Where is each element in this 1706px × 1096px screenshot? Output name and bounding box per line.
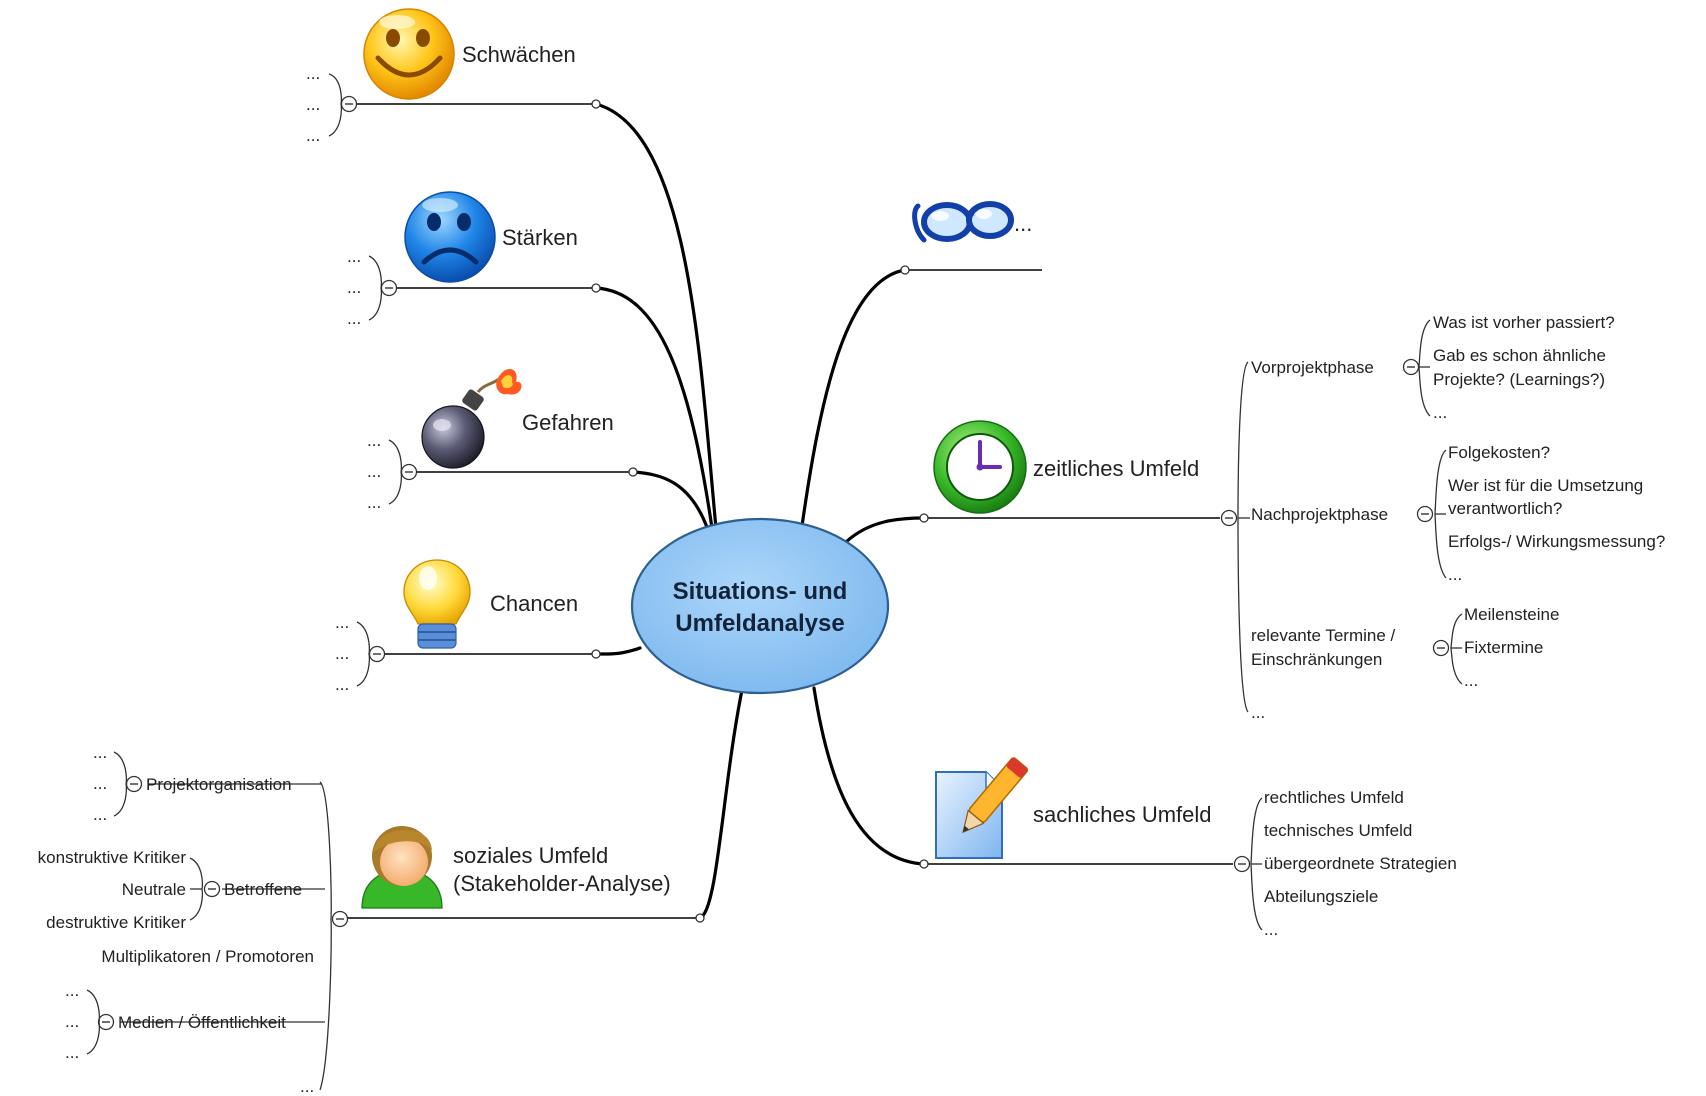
subtopic-vorprojektphase[interactable]: Vorprojektphase Was ist vorher passiert?… xyxy=(1251,313,1615,422)
subtopic[interactable]: ... xyxy=(306,126,320,145)
subtopic-multiplikatoren[interactable]: Multiplikatoren / Promotoren xyxy=(101,947,314,966)
subtopic-label: Betroffene xyxy=(224,880,302,899)
collapse-toggle[interactable] xyxy=(1233,855,1251,873)
subtopic[interactable]: ... xyxy=(367,462,381,481)
collapse-toggle[interactable] xyxy=(400,463,418,481)
smiley-happy-icon xyxy=(363,8,455,100)
glasses-icon xyxy=(912,201,1014,243)
topic-label: Gefahren xyxy=(522,410,614,435)
topic-label: sachliches Umfeld xyxy=(1033,802,1212,827)
subtopic[interactable]: Wer ist für die Umsetzung xyxy=(1448,476,1643,495)
topic-label: zeitliches Umfeld xyxy=(1033,456,1199,481)
topic-gefahren[interactable]: Gefahren ... ... ... xyxy=(367,368,638,512)
subtopic[interactable]: ... xyxy=(1264,920,1278,939)
subtopic[interactable]: Projekte? (Learnings?) xyxy=(1433,370,1605,389)
subtopic-label: Projektorganisation xyxy=(146,775,292,794)
person-icon xyxy=(361,826,443,909)
subtopic-nachprojektphase[interactable]: Nachprojektphase Folgekosten? Wer ist fü… xyxy=(1251,443,1665,584)
subtopic[interactable]: Neutrale xyxy=(122,880,186,899)
collapse-toggle[interactable] xyxy=(1220,509,1238,527)
subtopic[interactable]: ... xyxy=(1464,671,1478,690)
subtopic[interactable]: ... xyxy=(300,1077,314,1096)
central-topic-line-2: Umfeldanalyse xyxy=(675,610,844,637)
subtopic-relevante-termine[interactable]: relevante Termine / Einschränkungen Meil… xyxy=(1251,605,1559,690)
subtopic[interactable]: verantwortlich? xyxy=(1448,499,1562,518)
subtopic[interactable]: übergeordnete Strategien xyxy=(1264,854,1457,873)
smiley-sad-icon xyxy=(404,191,496,283)
subtopic[interactable]: Gab es schon ähnliche xyxy=(1433,346,1606,365)
document-pencil-icon xyxy=(935,757,1029,859)
topic-label-line-2: (Stakeholder-Analyse) xyxy=(453,871,671,896)
topic-label: Schwächen xyxy=(462,42,576,67)
collapse-toggle[interactable] xyxy=(125,775,143,793)
subtopic[interactable]: ... xyxy=(347,309,361,328)
subtopic[interactable]: ... xyxy=(1448,565,1462,584)
subtopic[interactable]: ... xyxy=(65,1012,79,1031)
central-topic[interactable]: Situations- und Umfeldanalyse xyxy=(630,517,890,695)
bomb-icon xyxy=(421,368,522,469)
subtopic[interactable]: technisches Umfeld xyxy=(1264,821,1412,840)
subtopic[interactable]: ... xyxy=(93,805,107,824)
subtopic[interactable]: ... xyxy=(335,613,349,632)
subtopic[interactable]: ... xyxy=(93,743,107,762)
topic-chancen[interactable]: Chancen ... ... ... xyxy=(335,559,601,694)
central-topic-line-1: Situations- und xyxy=(673,578,848,605)
subtopic[interactable]: destruktive Kritiker xyxy=(46,913,186,932)
topic-glasses[interactable]: ... xyxy=(900,201,1042,275)
topic-zeitliches-umfeld[interactable]: zeitliches Umfeld xyxy=(919,361,1250,713)
subtopic[interactable]: ... xyxy=(367,493,381,512)
collapse-toggle[interactable] xyxy=(1402,358,1420,376)
subtopic-label-line-1: relevante Termine / xyxy=(1251,626,1396,645)
topic-schwaechen[interactable]: Schwächen ... ... ... xyxy=(306,8,601,145)
subtopic[interactable]: Folgekosten? xyxy=(1448,443,1550,462)
collapse-toggle[interactable] xyxy=(380,279,398,297)
collapse-toggle[interactable] xyxy=(203,880,221,898)
collapse-toggle[interactable] xyxy=(368,645,386,663)
topic-label-line-1: soziales Umfeld xyxy=(453,843,608,868)
collapse-toggle[interactable] xyxy=(97,1013,115,1031)
topic-soziales-umfeld[interactable]: soziales Umfeld (Stakeholder-Analyse) xyxy=(319,781,705,1091)
collapse-toggle[interactable] xyxy=(1432,639,1450,657)
topic-sachliches-umfeld[interactable]: sachliches Umfeld rechtliches Umfeld tec… xyxy=(919,757,1457,939)
subtopic[interactable]: ... xyxy=(93,774,107,793)
collapse-toggle[interactable] xyxy=(331,910,349,928)
subtopic[interactable]: konstruktive Kritiker xyxy=(38,848,187,867)
subtopic-projektorganisation[interactable]: Projektorganisation ... ... ... xyxy=(93,743,322,824)
subtopic-label: Medien / Öffentlichkeit xyxy=(118,1013,286,1032)
subtopic-medien[interactable]: Medien / Öffentlichkeit ... ... ... xyxy=(65,981,325,1062)
subtopic[interactable]: ... xyxy=(335,675,349,694)
clock-icon xyxy=(933,420,1027,514)
subtopic-label-line-2: Einschränkungen xyxy=(1251,650,1382,669)
subtopic[interactable]: ... xyxy=(1251,703,1265,722)
subtopic[interactable]: Erfolgs-/ Wirkungsmessung? xyxy=(1448,532,1665,551)
subtopic-label: Nachprojektphase xyxy=(1251,505,1388,524)
topic-label: Stärken xyxy=(502,225,578,250)
topic-staerken[interactable]: Stärken ... ... ... xyxy=(347,191,601,328)
main-branches xyxy=(594,102,926,920)
collapse-toggle[interactable] xyxy=(1416,505,1434,523)
topic-label: Chancen xyxy=(490,591,578,616)
subtopic-betroffene[interactable]: Betroffene konstruktive Kritiker Neutral… xyxy=(38,848,325,932)
topic-label: ... xyxy=(1014,211,1032,236)
subtopic-label: Vorprojektphase xyxy=(1251,358,1374,377)
lightbulb-icon xyxy=(403,559,471,649)
subtopic[interactable]: Abteilungsziele xyxy=(1264,887,1378,906)
subtopic[interactable]: ... xyxy=(1433,403,1447,422)
subtopic[interactable]: Was ist vorher passiert? xyxy=(1433,313,1615,332)
collapse-toggle[interactable] xyxy=(340,95,358,113)
subtopic[interactable]: ... xyxy=(335,644,349,663)
subtopic[interactable]: ... xyxy=(347,278,361,297)
subtopic[interactable]: ... xyxy=(347,247,361,266)
subtopic[interactable]: rechtliches Umfeld xyxy=(1264,788,1404,807)
subtopic[interactable]: ... xyxy=(65,981,79,1000)
subtopic[interactable]: ... xyxy=(65,1043,79,1062)
subtopic[interactable]: ... xyxy=(306,95,320,114)
subtopic[interactable]: ... xyxy=(306,64,320,83)
subtopic-label: Multiplikatoren / Promotoren xyxy=(101,947,314,966)
subtopic[interactable]: ... xyxy=(367,431,381,450)
subtopic[interactable]: Meilensteine xyxy=(1464,605,1559,624)
subtopic[interactable]: Fixtermine xyxy=(1464,638,1543,657)
